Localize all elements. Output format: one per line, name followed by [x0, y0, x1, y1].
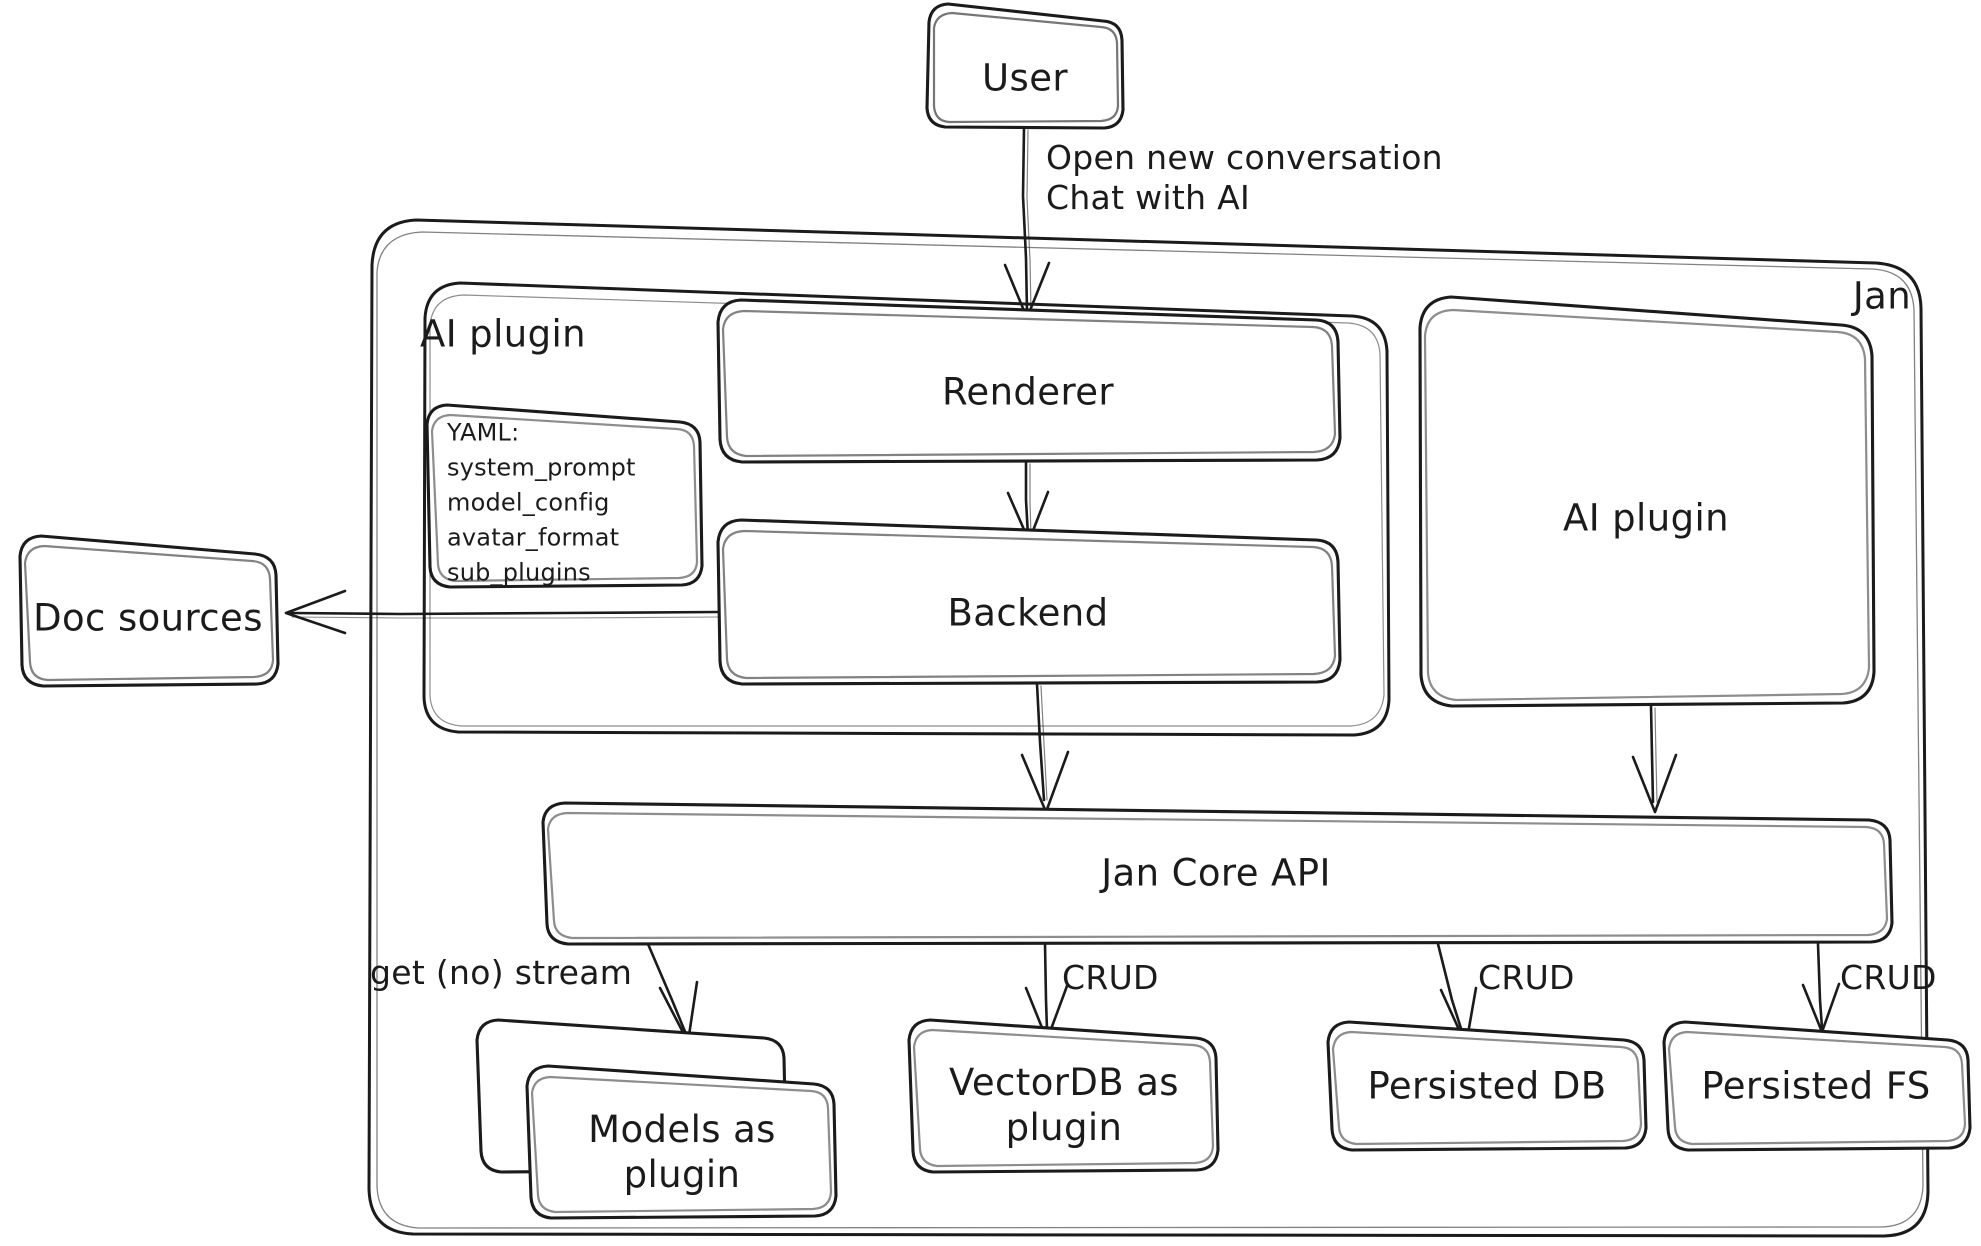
- node-persisted-fs[interactable]: [1662, 1020, 1972, 1152]
- node-ai-plugin-box[interactable]: [1418, 295, 1876, 708]
- group-ai-plugin: [422, 281, 1391, 737]
- edge-backend-core: [1020, 682, 1070, 814]
- edge-core-models: [646, 942, 699, 1044]
- node-vectordb-plugin[interactable]: [907, 1018, 1220, 1174]
- group-jan: [367, 218, 1930, 1238]
- edge-backend-docsources: [284, 589, 720, 635]
- edge-aiplugin-core: [1631, 704, 1678, 814]
- node-doc-sources[interactable]: [18, 534, 280, 688]
- node-backend[interactable]: [716, 518, 1342, 686]
- node-models-plugin[interactable]: [475, 1018, 838, 1220]
- edge-core-persistedfs: [1801, 942, 1841, 1034]
- edge-user-renderer: [1003, 126, 1051, 320]
- node-user[interactable]: [925, 2, 1125, 130]
- node-persisted-db[interactable]: [1326, 1020, 1648, 1152]
- node-yaml-note: [425, 403, 704, 589]
- node-jan-core-api[interactable]: [541, 801, 1894, 946]
- node-renderer[interactable]: [716, 298, 1342, 464]
